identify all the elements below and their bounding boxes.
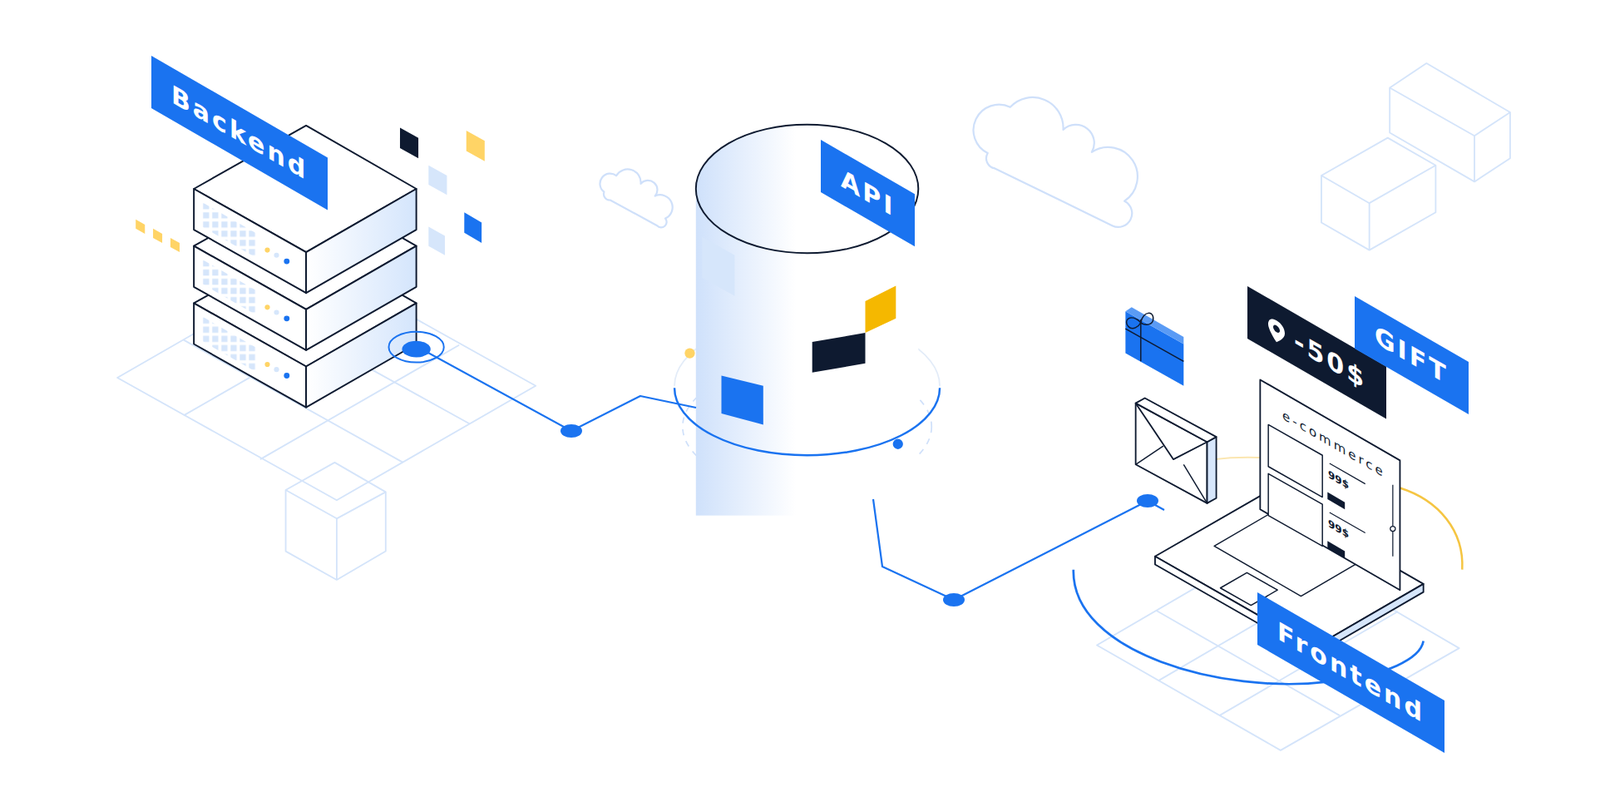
price-label: 99$: [1327, 516, 1350, 542]
connector-dot: [943, 592, 965, 607]
connector-dot: [560, 424, 583, 438]
connector-line: [873, 498, 1165, 600]
connector-line: [417, 346, 697, 431]
backend-node: Backend: [151, 55, 418, 410]
price-label: 99$: [1327, 467, 1350, 493]
label-banner: Backend: [151, 55, 328, 211]
node-label: API: [840, 162, 895, 224]
label-banner: Frontend: [1257, 592, 1445, 753]
api-node: API: [696, 124, 919, 499]
connector-dot: [1136, 493, 1159, 508]
pin-icon: [1267, 313, 1286, 348]
outline-cube: [286, 462, 386, 580]
node-label: Backend: [171, 79, 308, 188]
outline-cubes: [1321, 63, 1511, 251]
api-cylinder: [674, 124, 940, 516]
node-label: Frontend: [1277, 615, 1425, 730]
label-banner: API: [820, 139, 915, 247]
